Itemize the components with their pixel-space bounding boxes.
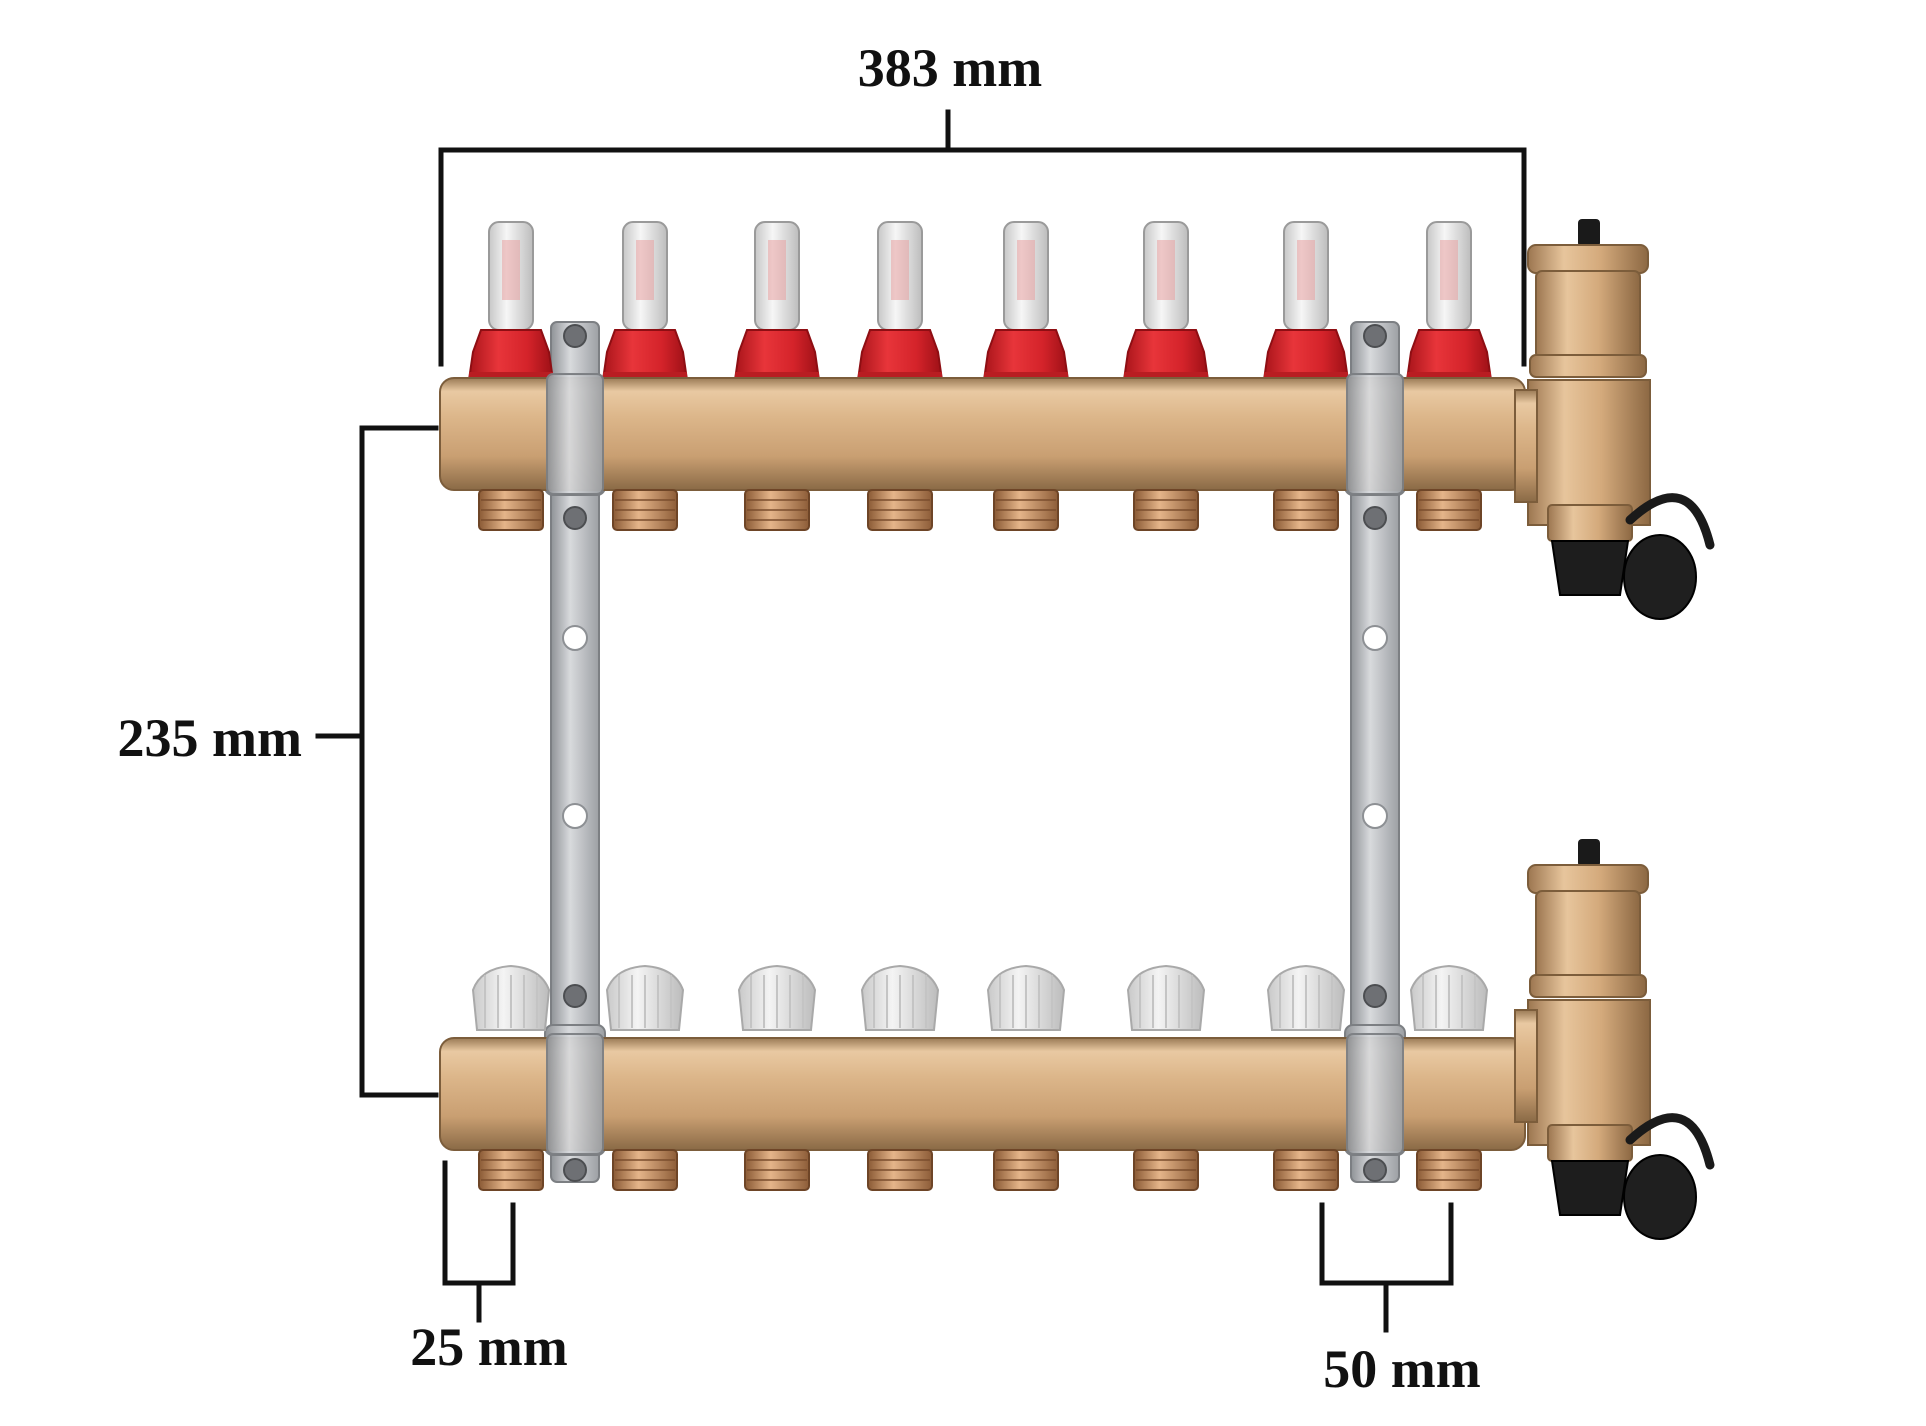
drain-cap (1623, 534, 1697, 620)
flowmeter-scale (1017, 240, 1035, 300)
return-outlet (993, 1149, 1059, 1191)
dimension-label-side-outlet: 25 mm (410, 1317, 567, 1377)
bracket-hole (1362, 625, 1388, 651)
tee-fitting (1527, 379, 1651, 526)
dimension-label-width: 383 mm (858, 38, 1042, 98)
manifold-assembly (439, 219, 1715, 1240)
vent-black-cap (1578, 839, 1600, 867)
valve-cap (737, 964, 817, 1031)
vent-top (1527, 864, 1649, 894)
flowmeter (1262, 221, 1350, 384)
flowmeter (733, 221, 821, 384)
return-outlet (478, 1149, 544, 1191)
flowmeter-scale (891, 240, 909, 300)
bracket-screw (1363, 984, 1387, 1008)
dimension-height: 235 mm (118, 425, 439, 1098)
vent-ring (1529, 354, 1647, 378)
bracket-band (546, 1033, 604, 1155)
bracket-hole (562, 625, 588, 651)
flowmeter (982, 221, 1070, 384)
dimension-label-outlet-spacing: 50 mm (1323, 1339, 1480, 1399)
flowmeter (467, 221, 555, 384)
drain-valve-body (1550, 540, 1630, 596)
bracket-screw (563, 1158, 587, 1182)
supply-air-vent (1514, 219, 1715, 620)
valve-cap (860, 964, 940, 1031)
dimension-side-outlet: 25 mm (410, 1160, 568, 1377)
flowmeter (1405, 221, 1493, 384)
vent-black-cap (1578, 219, 1600, 247)
valve-cap (1126, 964, 1206, 1031)
valve-cap (1266, 964, 1346, 1031)
flowmeter (856, 221, 944, 384)
flowmeter-scale (768, 240, 786, 300)
vent-body (1535, 270, 1641, 360)
bracket-band (546, 373, 604, 495)
flowmeter (601, 221, 689, 384)
drain-cap-strap (1625, 1113, 1715, 1170)
drain-neck (1547, 1124, 1633, 1162)
drain-cap (1623, 1154, 1697, 1240)
flowmeter-scale (1440, 240, 1458, 300)
return-outlet (744, 1149, 810, 1191)
flowmeter-scale (1157, 240, 1175, 300)
flowmeter-scale (502, 240, 520, 300)
bracket-screw (563, 324, 587, 348)
supply-outlet (478, 489, 544, 531)
supply-outlet (744, 489, 810, 531)
supply-outlet (1416, 489, 1482, 531)
return-outlet (867, 1149, 933, 1191)
supply-outlet (867, 489, 933, 531)
return-air-vent (1514, 839, 1715, 1240)
bracket-screw (563, 984, 587, 1008)
valve-cap (1409, 964, 1489, 1031)
bracket-screw (1363, 506, 1387, 530)
dimension-label-height: 235 mm (118, 708, 302, 768)
valve-cap (986, 964, 1066, 1031)
drain-cap-strap (1625, 493, 1715, 550)
bracket-band (1346, 373, 1404, 495)
bracket-screw (563, 506, 587, 530)
supply-outlet (1273, 489, 1339, 531)
tee-connector (1514, 1009, 1538, 1123)
supply-outlet (1133, 489, 1199, 531)
drain-neck (1547, 504, 1633, 542)
bracket-hole (1362, 803, 1388, 829)
bracket-band (1346, 1033, 1404, 1155)
bracket-hole (562, 803, 588, 829)
bracket-screw (1363, 1158, 1387, 1182)
dimension-overall-width: 383 mm (438, 38, 1527, 367)
return-outlet (612, 1149, 678, 1191)
supply-outlet (993, 489, 1059, 531)
valve-cap (605, 964, 685, 1031)
flowmeter (1122, 221, 1210, 384)
return-outlet (1133, 1149, 1199, 1191)
vent-ring (1529, 974, 1647, 998)
valve-cap (471, 964, 551, 1031)
return-outlet (1273, 1149, 1339, 1191)
supply-outlet (612, 489, 678, 531)
dimension-outlet-spacing: 50 mm (1319, 1202, 1481, 1399)
bracket-screw (1363, 324, 1387, 348)
tee-fitting (1527, 999, 1651, 1146)
vent-body (1535, 890, 1641, 980)
vent-top (1527, 244, 1649, 274)
flowmeter-scale (1297, 240, 1315, 300)
drain-valve-body (1550, 1160, 1630, 1216)
return-outlet (1416, 1149, 1482, 1191)
flowmeter-scale (636, 240, 654, 300)
tee-connector (1514, 389, 1538, 503)
